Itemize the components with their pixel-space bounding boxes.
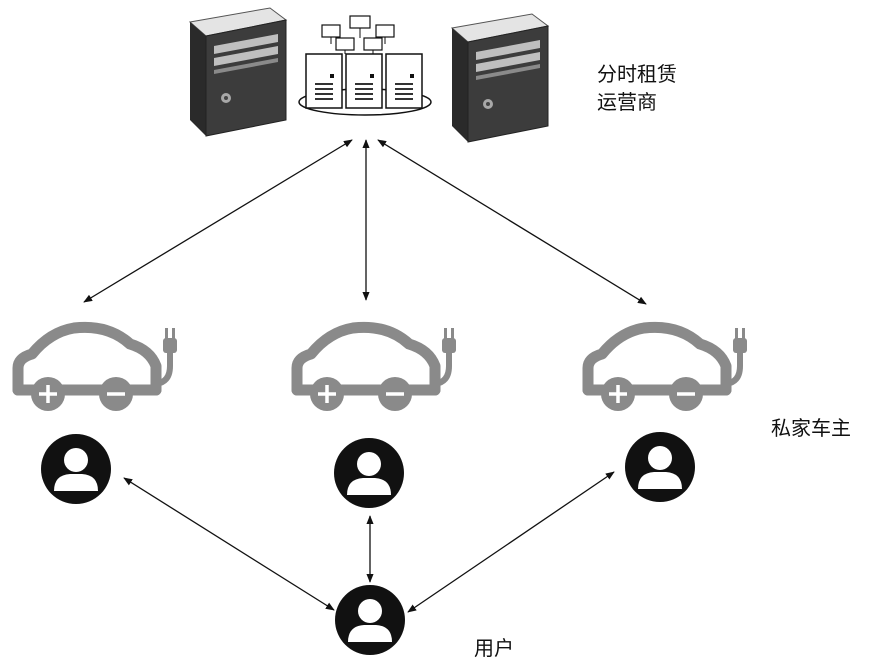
operator-label: 分时租赁 运营商 bbox=[597, 60, 697, 116]
private-owner-avatar-icon-center bbox=[334, 438, 404, 508]
left-server-icon bbox=[189, 7, 287, 137]
operator-label-line1: 分时租赁 bbox=[597, 62, 677, 86]
right-server-icon bbox=[451, 13, 549, 143]
private-owner-avatar-icon-right bbox=[625, 432, 695, 502]
electric-car-icon-center bbox=[297, 327, 456, 411]
private-owner-label: 私家车主 bbox=[771, 416, 851, 440]
server-cluster-icon bbox=[298, 15, 432, 116]
user-label: 用户 bbox=[474, 636, 514, 660]
link-operator-car-right bbox=[377, 139, 647, 305]
private-owner-avatar-icon-left bbox=[41, 434, 111, 504]
electric-car-icon-right bbox=[588, 327, 747, 411]
user-avatar-icon bbox=[335, 585, 405, 655]
link-user-owner-left bbox=[123, 477, 335, 611]
electric-car-icon-left bbox=[18, 327, 177, 411]
operator-label-line2: 运营商 bbox=[597, 90, 657, 114]
link-user-owner-right bbox=[407, 471, 615, 613]
link-operator-car-left bbox=[83, 139, 353, 303]
